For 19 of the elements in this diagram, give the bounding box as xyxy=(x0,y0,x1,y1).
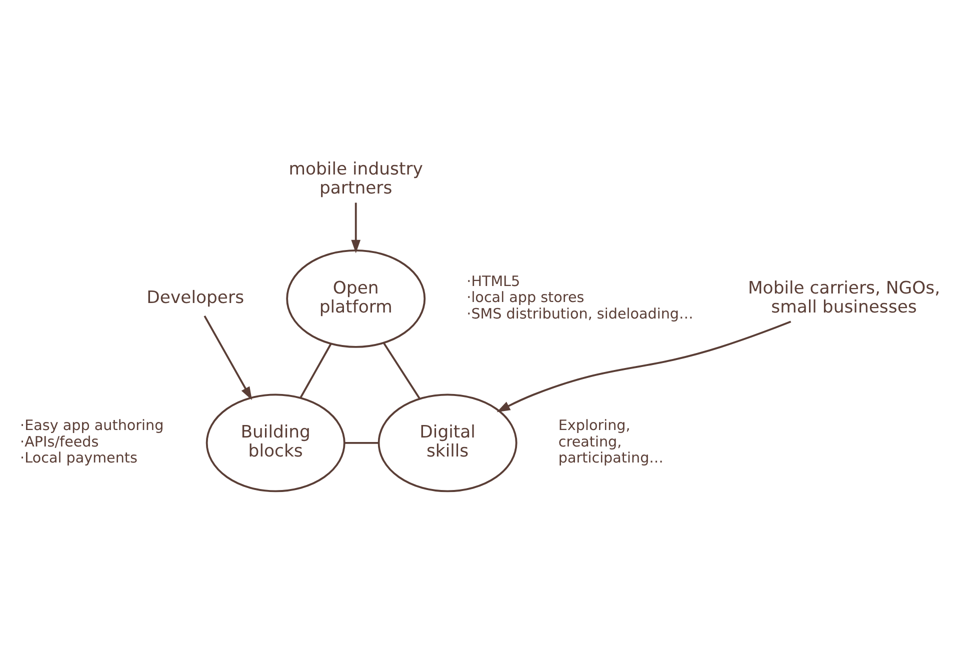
node-label: ·HTML5 xyxy=(466,274,520,290)
arrow xyxy=(204,316,252,400)
node-text: mobile industry partners xyxy=(288,159,423,199)
arrow xyxy=(351,202,361,254)
node-label: ·Easy app authoring xyxy=(20,418,164,434)
connector xyxy=(300,343,332,398)
node-label: ·SMS distribution, sideloading… xyxy=(466,306,694,322)
arrow xyxy=(496,320,792,412)
node-ellipse: Building blocks xyxy=(206,394,346,492)
node-text: Mobile carriers, NGOs, small businesses xyxy=(748,278,940,318)
connector xyxy=(383,342,421,400)
node-ellipse: Open platform xyxy=(286,249,426,348)
node-label: ·Local payments xyxy=(20,450,138,467)
connector xyxy=(344,442,379,444)
node-ellipse: Digital skills xyxy=(378,394,518,492)
node-label: ·APIs/feeds xyxy=(20,434,99,450)
node-text: Developers xyxy=(146,288,244,308)
node-label: Exploring, creating, participating… xyxy=(558,418,664,467)
node-label: ·local app stores xyxy=(466,290,584,306)
